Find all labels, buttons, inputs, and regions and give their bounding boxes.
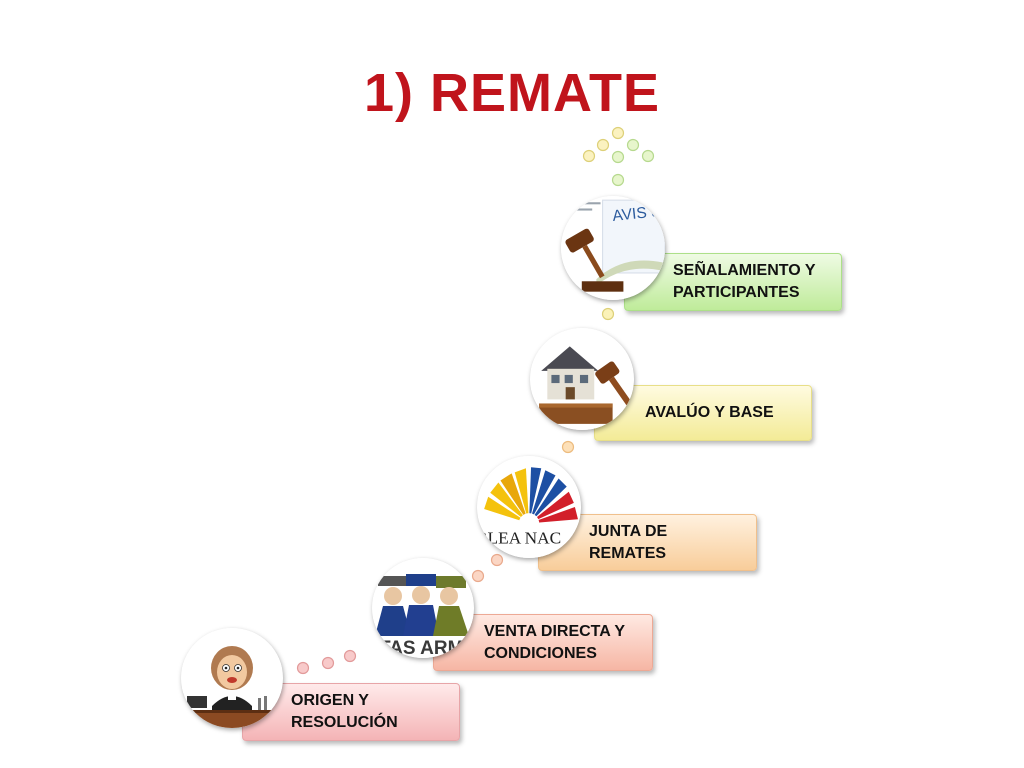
- national-assembly-logo: BLEA NAC: [477, 456, 581, 558]
- house-gavel-icon: [530, 328, 634, 430]
- connector-dot: [611, 126, 625, 140]
- step-venta-directa[interactable]: VENTA DIRECTA Y CONDICIONES: [433, 614, 653, 671]
- armed-forces-icon: TAS ARM: [372, 558, 474, 658]
- image-text: TAS ARM: [379, 638, 463, 658]
- connector-dot: [611, 173, 625, 187]
- connector-dot: [611, 150, 625, 164]
- connector-dot: [343, 649, 357, 663]
- judge-cartoon-icon: [181, 628, 283, 728]
- connector-dot: [601, 307, 615, 321]
- connector-dot: [626, 138, 640, 152]
- step-label: VENTA DIRECTA Y CONDICIONES: [484, 622, 625, 662]
- step-label: AVALÚO Y BASE: [645, 404, 774, 421]
- auction-notice-gavel-icon: AVIS de REMA: [561, 196, 665, 300]
- connector-dot: [296, 661, 310, 675]
- image-text: BLEA NAC: [477, 529, 561, 548]
- step-senalamiento[interactable]: SEÑALAMIENTO Y PARTICIPANTES: [624, 253, 842, 311]
- connector-dot: [582, 149, 596, 163]
- step-label: JUNTA DE REMATES: [589, 522, 668, 562]
- connector-dot: [641, 149, 655, 163]
- connector-dot: [561, 440, 575, 454]
- step-label: SEÑALAMIENTO Y PARTICIPANTES: [673, 262, 816, 301]
- connector-dot: [596, 138, 610, 152]
- step-label: ORIGEN Y RESOLUCIÓN: [291, 692, 398, 731]
- connector-dot: [471, 569, 485, 583]
- slide-title: 1) REMATE: [363, 63, 660, 123]
- connector-dot: [490, 553, 504, 567]
- connector-dot: [321, 656, 335, 670]
